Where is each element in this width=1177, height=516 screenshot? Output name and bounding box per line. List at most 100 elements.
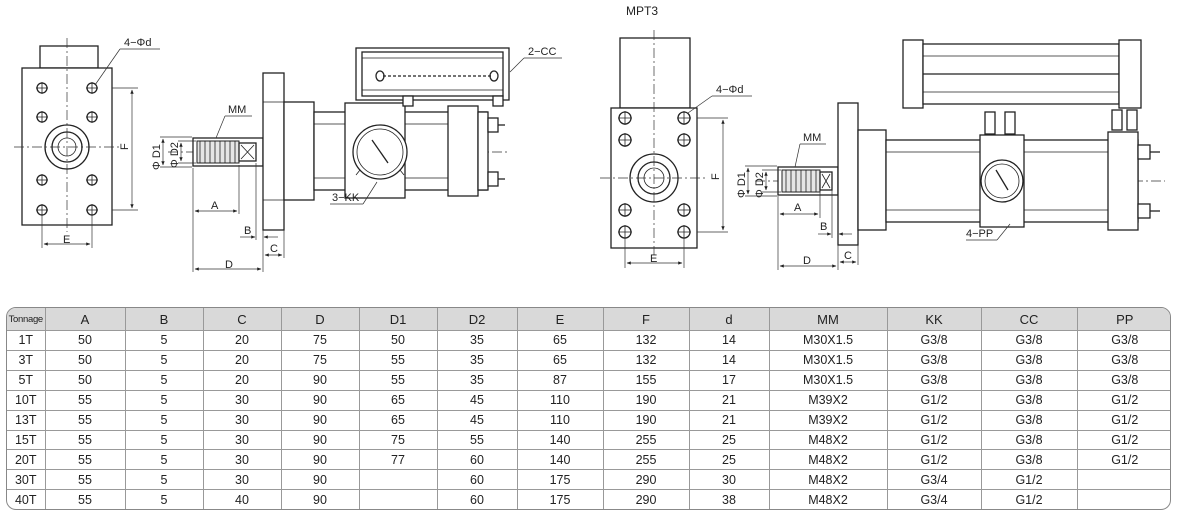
header-cell: F — [602, 308, 690, 331]
table-cell: G3/8 — [886, 330, 982, 351]
table-cell — [1076, 469, 1170, 491]
table-cell: 110 — [516, 409, 604, 431]
table-cell: 3T — [7, 349, 46, 371]
table-cell: 21 — [688, 389, 770, 411]
table-cell: 87 — [516, 369, 604, 391]
table-cell: G3/8 — [980, 449, 1078, 471]
technical-drawings: MPT3 F E 4−Φd — [14, 4, 1165, 272]
table-cell: 5 — [124, 389, 204, 411]
table-cell: 55 — [44, 489, 126, 509]
table-cell: 60 — [436, 449, 518, 471]
label-e-left: E — [63, 234, 70, 246]
table-cell: 155 — [602, 369, 690, 391]
side-view-right: Φ D1 Φ D2 A B C D MM 4−PP — [736, 39, 1165, 270]
table-cell: M48X2 — [768, 489, 888, 509]
table-cell: 30 — [202, 429, 282, 451]
table-cell: 20 — [202, 369, 282, 391]
table-cell: 60 — [436, 469, 518, 491]
table-cell: 55 — [44, 409, 126, 431]
table-cell: G3/8 — [1076, 369, 1170, 391]
table-cell: G3/8 — [980, 330, 1078, 351]
label-c-left: C — [270, 243, 278, 255]
table-cell: 13T — [7, 409, 46, 431]
bolt-holes-right — [618, 111, 691, 239]
table-cell: 38 — [688, 489, 770, 509]
table-cell: 25 — [688, 449, 770, 471]
table-cell: 35 — [436, 369, 518, 391]
table-cell: 5 — [124, 449, 204, 471]
table-cell: 55 — [44, 429, 126, 451]
header-cell: E — [516, 308, 604, 331]
table-cell: 132 — [602, 349, 690, 371]
table-cell: G1/2 — [886, 429, 982, 451]
label-d-right: D — [803, 255, 811, 267]
table-cell: 255 — [602, 449, 690, 471]
table-cell: 90 — [280, 429, 360, 451]
header-cell: D2 — [436, 308, 518, 331]
front-view-right: F E 4−Φd — [600, 30, 752, 268]
table-cell: 65 — [358, 409, 438, 431]
table-cell: 290 — [602, 469, 690, 491]
table-cell: G1/2 — [980, 469, 1078, 491]
table-cell: G1/2 — [980, 489, 1078, 509]
table-cell: 65 — [516, 349, 604, 371]
table-cell: G3/8 — [886, 349, 982, 371]
bolt-holes — [36, 82, 98, 216]
table-cell: 190 — [602, 409, 690, 431]
table-cell — [358, 469, 438, 491]
table-cell: 5 — [124, 409, 204, 431]
table-cell: 30 — [202, 409, 282, 431]
label-d1-left: Φ D1 — [151, 144, 163, 170]
table-cell: 55 — [358, 349, 438, 371]
table-cell: 290 — [602, 489, 690, 509]
label-a-left: A — [211, 200, 219, 212]
table-cell: G3/8 — [1076, 349, 1170, 371]
header-cell: A — [44, 308, 126, 331]
table-cell: 50 — [44, 330, 126, 351]
side-view-left: Φ D1 Φ D2 A B C D MM 3−KK 2−CC — [151, 46, 562, 272]
header-cell: B — [124, 308, 204, 331]
table-cell: 5 — [124, 469, 204, 491]
table-cell: 5T — [7, 369, 46, 391]
table-cell: 20 — [202, 349, 282, 371]
table-cell: G3/8 — [980, 369, 1078, 391]
table-cell: 30T — [7, 469, 46, 491]
header-cell: CC — [980, 308, 1078, 331]
table-cell: 75 — [358, 429, 438, 451]
header-cell: MM — [768, 308, 888, 331]
table-cell: 90 — [280, 409, 360, 431]
table-cell: 255 — [602, 429, 690, 451]
table-cell: M30X1.5 — [768, 330, 888, 351]
table-cell: 55 — [358, 369, 438, 391]
label-b-right: B — [820, 221, 827, 233]
table-cell: M30X1.5 — [768, 349, 888, 371]
table-cell: G3/8 — [886, 369, 982, 391]
table-cell: 15T — [7, 429, 46, 451]
table-cell: 25 — [688, 429, 770, 451]
table-cell: 14 — [688, 349, 770, 371]
table-cell: M48X2 — [768, 429, 888, 451]
table-cell: 30 — [688, 469, 770, 491]
table-cell: G3/8 — [980, 409, 1078, 431]
label-d2-left: Φ D2 — [169, 142, 181, 168]
table-cell: 5 — [124, 429, 204, 451]
table-cell — [358, 489, 438, 509]
label-b-left: B — [244, 225, 251, 237]
table-cell: G3/8 — [980, 349, 1078, 371]
table-cell: G3/8 — [1076, 330, 1170, 351]
label-mm-right: MM — [803, 132, 821, 144]
label-a-right: A — [794, 202, 802, 214]
table-cell: 132 — [602, 330, 690, 351]
table-cell: 35 — [436, 349, 518, 371]
table-cell: 77 — [358, 449, 438, 471]
header-cell: KK — [886, 308, 982, 331]
table-cell: G1/2 — [886, 389, 982, 411]
table-cell: G1/2 — [1076, 389, 1170, 411]
table-cell: M30X1.5 — [768, 369, 888, 391]
table-cell: M39X2 — [768, 409, 888, 431]
table-cell: 30 — [202, 469, 282, 491]
table-cell: 35 — [436, 330, 518, 351]
